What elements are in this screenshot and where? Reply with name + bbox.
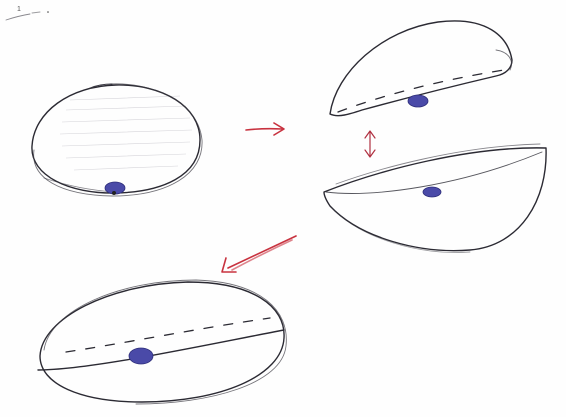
whole-ellipsoid [32,84,202,196]
blue-dot-icon [408,95,428,107]
upper-half-shell [330,21,512,116]
down-left-arrow-icon [222,236,296,272]
corner-scribble: 1 [6,6,49,20]
lower-half-shell [324,144,546,253]
corner-mark-text: 1 [17,6,21,13]
joined-ellipsoid [38,280,286,404]
double-vertical-arrow-icon [365,131,375,157]
blue-dot-icon [423,187,441,197]
blue-dot-icon [129,348,153,364]
corner-dot [47,11,49,13]
dot-marker [112,191,116,195]
right-arrow-icon [246,123,284,135]
